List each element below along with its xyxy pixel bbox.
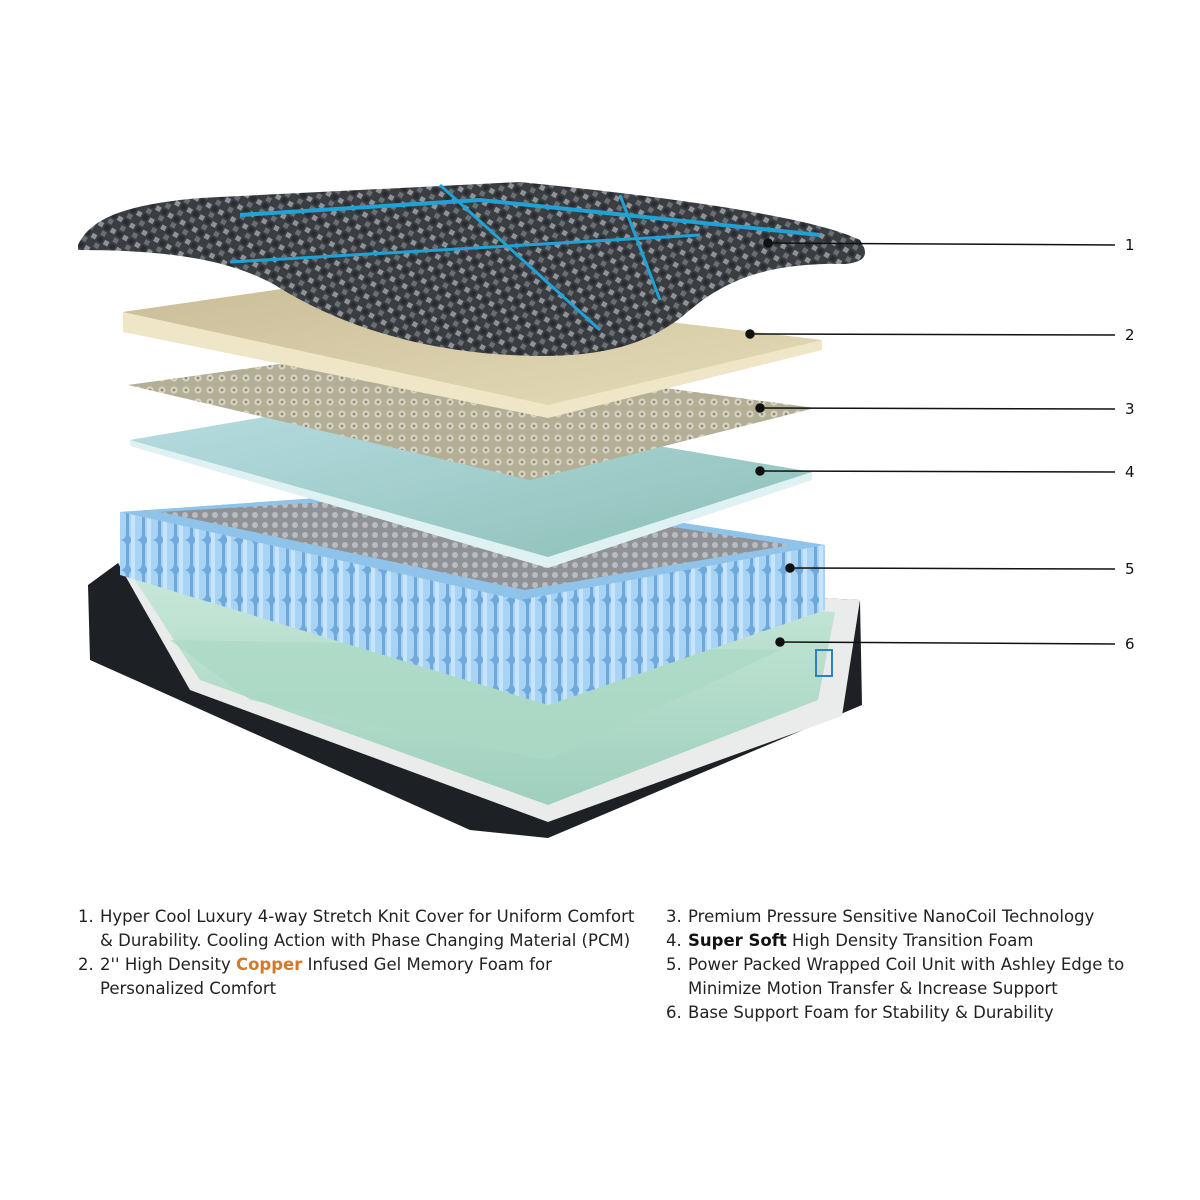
- legend-item-3: 3. Premium Pressure Sensitive NanoCoil T…: [666, 905, 1146, 929]
- callout-4: 4: [1125, 463, 1135, 481]
- legend-column-right: 3. Premium Pressure Sensitive NanoCoil T…: [666, 905, 1146, 1025]
- legend-text: Infused Gel Memory Foam for Personalized…: [100, 955, 552, 998]
- knit-cover-layer: [78, 182, 865, 356]
- legend-column-left: 1. Hyper Cool Luxury 4-way Stretch Knit …: [78, 905, 638, 1001]
- legend-item-5: 5. Power Packed Wrapped Coil Unit with A…: [666, 953, 1146, 1001]
- nanocoil-layer: [128, 350, 815, 480]
- callout-6: 6: [1125, 635, 1135, 653]
- legend-highlight-copper: Copper: [235, 955, 303, 974]
- callout-leaders: [745, 238, 1116, 647]
- legend-text: Power Packed Wrapped Coil Unit with Ashl…: [688, 955, 1125, 998]
- legend-item-2: 2. 2'' High Density Copper Infused Gel M…: [78, 953, 638, 1001]
- legend-number: 4.: [666, 931, 682, 950]
- callout-5: 5: [1125, 560, 1135, 578]
- legend-highlight-bold: Super Soft: [688, 931, 787, 950]
- callout-1: 1: [1125, 236, 1135, 254]
- legend-text: Base Support Foam for Stability & Durabi…: [688, 1003, 1054, 1022]
- mattress-layers-illustration: 1 2 3 4 5 6: [78, 182, 1135, 838]
- legend-text: Premium Pressure Sensitive NanoCoil Tech…: [688, 907, 1095, 926]
- legend-item-4: 4. Super Soft High Density Transition Fo…: [666, 929, 1146, 953]
- legend-item-6: 6. Base Support Foam for Stability & Dur…: [666, 1001, 1146, 1025]
- legend-item-1: 1. Hyper Cool Luxury 4-way Stretch Knit …: [78, 905, 638, 953]
- callout-3: 3: [1125, 400, 1135, 418]
- legend-text: 2'' High Density: [100, 955, 236, 974]
- logo-tag-icon: [815, 649, 833, 677]
- legend-number: 6.: [666, 1003, 682, 1022]
- legend-text: Hyper Cool Luxury 4-way Stretch Knit Cov…: [100, 907, 635, 950]
- legend-text: High Density Transition Foam: [786, 931, 1034, 950]
- transition-foam-layer: [130, 398, 812, 568]
- legend-number: 2.: [78, 955, 94, 974]
- callout-2: 2: [1125, 326, 1135, 344]
- legend-number: 3.: [666, 907, 682, 926]
- legend-number: 1.: [78, 907, 94, 926]
- legend-number: 5.: [666, 955, 682, 974]
